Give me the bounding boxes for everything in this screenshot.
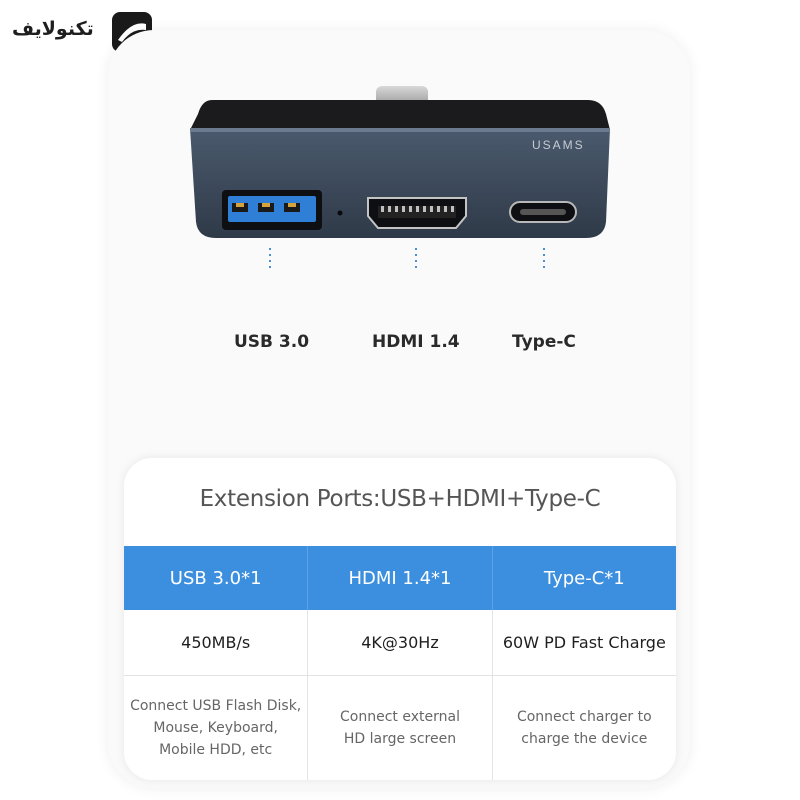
desc-hdmi: Connect external HD large screen: [308, 676, 493, 780]
table-description-row: Connect USB Flash Disk, Mouse, Keyboard,…: [124, 676, 676, 780]
spec-typec: 60W PD Fast Charge: [502, 633, 666, 652]
spec-table-card: Extension Ports:USB+HDMI+Type-C USB 3.0*…: [124, 458, 676, 780]
table-title: Extension Ports:USB+HDMI+Type-C: [199, 486, 601, 512]
spec-hdmi: 4K@30Hz: [308, 610, 493, 675]
desc-typec-line: charge the device: [521, 731, 648, 747]
hub-top-shell: [190, 100, 610, 130]
usb-hub-device: USAMS: [190, 86, 610, 270]
desc-usb: Connect USB Flash Disk, Mouse, Keyboard,…: [124, 676, 309, 780]
table-header-row: USB 3.0*1 HDMI 1.4*1 Type-C*1: [124, 546, 676, 610]
usb-a-port-icon: [222, 190, 322, 230]
type-c-port-icon: [509, 201, 577, 223]
header-usb: USB 3.0*1: [124, 546, 309, 610]
header-typec: Type-C*1: [492, 546, 676, 610]
port-label-hdmi: HDMI 1.4: [372, 332, 460, 352]
desc-hdmi-line: Connect external: [340, 709, 460, 725]
table-spec-row: 450MB/s 4K@30Hz 60W PD Fast Charge: [124, 610, 676, 676]
header-hdmi: HDMI 1.4*1: [308, 546, 493, 610]
desc-usb-line: Mouse, Keyboard,: [153, 720, 278, 736]
desc-typec: Connect charger to charge the device: [493, 676, 676, 780]
desc-usb-line: Connect USB Flash Disk,: [130, 698, 302, 714]
desc-typec-line: Connect charger to: [516, 709, 652, 725]
desc-hdmi-line: HD large screen: [343, 731, 457, 747]
port-label-usb: USB 3.0: [234, 332, 310, 352]
led-indicator-icon: [337, 210, 343, 216]
device-brand: USAMS: [532, 138, 585, 152]
hdmi-port-icon: [367, 197, 467, 229]
logo-text: تکنولایف: [12, 18, 94, 40]
desc-usb-line: Mobile HDD, etc: [159, 742, 273, 758]
spec-usb: 450MB/s: [124, 610, 309, 675]
port-label-typec: Type-C: [512, 332, 576, 352]
